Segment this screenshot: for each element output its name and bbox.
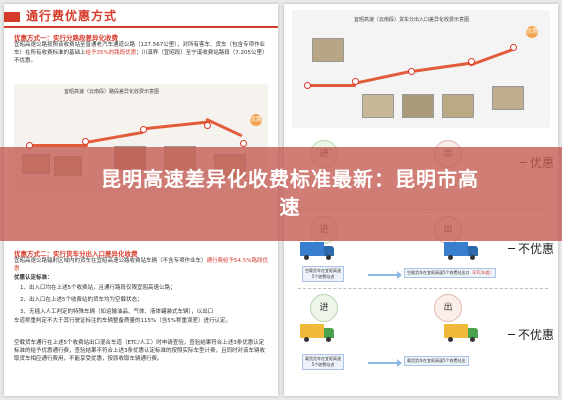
verdict-dash — [508, 248, 515, 249]
header-title: 通行费优惠方式 — [26, 9, 118, 23]
route-line — [28, 144, 88, 147]
route-map-1-title: 宜昭高速（云南段）路段差异化收费示意图 — [64, 89, 160, 95]
route-line — [468, 48, 514, 67]
section2-highlight: 通行费给予54.5%路段优惠 — [14, 258, 268, 272]
entry-caption: 空载货车在宜昭高速 5个收费站进 — [302, 266, 344, 282]
section1-text-tail: ；川滇界（宜昭段）至宁溪收费站路段（7.205公里）不优惠。 — [14, 50, 268, 64]
no-discount-verdict: 不优惠 — [518, 242, 555, 256]
exit-caption: 载货货车在宜昭高速5个收费站出 — [404, 356, 469, 366]
station-photo — [402, 94, 434, 118]
section-header: 通行费优惠方式 — [4, 4, 278, 28]
route-line — [84, 130, 144, 145]
loaded-truck-icon — [444, 324, 480, 342]
empty-truck-icon — [300, 242, 336, 260]
toll-station-node — [82, 138, 89, 145]
flow-arrow — [368, 271, 402, 279]
station-photo — [312, 38, 344, 62]
toll-station-node — [240, 140, 247, 147]
route-line — [408, 61, 472, 74]
exit-caption-text: 空载货车在宜昭高速5个收费站出口 — [407, 270, 470, 275]
section-separator — [298, 288, 548, 289]
toll-station-node — [510, 44, 517, 51]
toll-station-node — [204, 122, 211, 129]
section2-title: 优惠方式二：实行货车分出入口差异化收费 — [14, 250, 138, 258]
section2-text: 宜昭高速公路辐射区域内的货车在宜昭高速公路收费站车辆（不含专项作业车） — [14, 258, 207, 264]
discount-badge: 优惠 — [526, 26, 538, 38]
criteria-item: 3、无插入人工判定的特殊车辆（如运输油品、气体、液体罐装式车辆），以出口 — [20, 309, 214, 315]
entry-caption: 载货货车在宜昭高速 5个收费站进 — [302, 354, 344, 370]
route-line — [306, 84, 356, 87]
entry-icon: 进 — [310, 294, 338, 322]
exit-icon: 出 — [434, 294, 462, 322]
empty-truck-icon — [444, 242, 480, 260]
criteria-item: 2、出入口在上述5个收费站的货车均为空载状态； — [20, 297, 143, 303]
exit-caption-lane: （ETC车道） — [469, 270, 494, 275]
route-map-2: 宜昭高速（云南段）货车分出入口差异化收费示意图 优惠 — [292, 10, 550, 128]
toll-station-node — [408, 68, 415, 75]
section1-title: 优惠方式一：实行分路段差异化收费 — [14, 34, 118, 42]
headline-banner: 昆明高速差异化收费标准最新：昆明市高速 — [0, 147, 562, 241]
exit-caption: 空载货车在宜昭高速5个收费站出口（ETC车道） — [404, 268, 497, 278]
flow-arrow — [368, 359, 402, 367]
toll-station-node — [140, 126, 147, 133]
route-line — [140, 120, 210, 131]
criteria-item: 1、出入口均在上述5个收费站，且通行路段仅限宜昭高速公路； — [20, 285, 176, 291]
no-discount-verdict: 不优惠 — [518, 328, 555, 342]
criteria-item: 车道称重判定不大于其行驶证标注的车辆整备质量的115%（含5%称重误差）进行认定… — [14, 318, 231, 324]
header-divider — [4, 26, 278, 28]
header-accent-bar — [4, 12, 20, 22]
note-paragraph: 空载货车通行在上述5个收费站出口混合车道（ETC/人工）时申请查验，查验结果符合… — [14, 340, 266, 362]
toll-station-node — [468, 58, 475, 65]
headline-text: 昆明高速差异化收费标准最新：昆明市高速 — [101, 167, 479, 219]
verdict-dash — [508, 334, 515, 335]
section1-highlight: 给予35%的路段优惠 — [85, 50, 137, 56]
route-line — [205, 117, 243, 138]
station-photo — [442, 94, 474, 118]
discount-badge: 优惠 — [250, 114, 262, 126]
section1-text: 宜昭高速公路按照该收费站至普通老汽车通道公路（127.567公里），对所有客车、… — [14, 42, 265, 56]
route-line — [352, 69, 412, 86]
toll-station-node — [304, 82, 311, 89]
toll-station-node — [352, 78, 359, 85]
station-photo — [492, 86, 524, 110]
loaded-truck-icon — [300, 324, 336, 342]
section2-paragraph: 宜昭高速公路辐射区域内的货车在宜昭高速公路收费站车辆（不含专项作业车）通行费给予… — [14, 257, 269, 273]
station-photo — [362, 94, 394, 118]
route-map-2-title: 宜昭高速（云南段）货车分出入口差异化收费示意图 — [354, 17, 470, 23]
section1-paragraph: 宜昭高速公路按照该收费站至普通老汽车通道公路（127.567公里），对所有客车、… — [14, 41, 269, 65]
criteria-title: 优惠认定标准： — [14, 275, 53, 281]
